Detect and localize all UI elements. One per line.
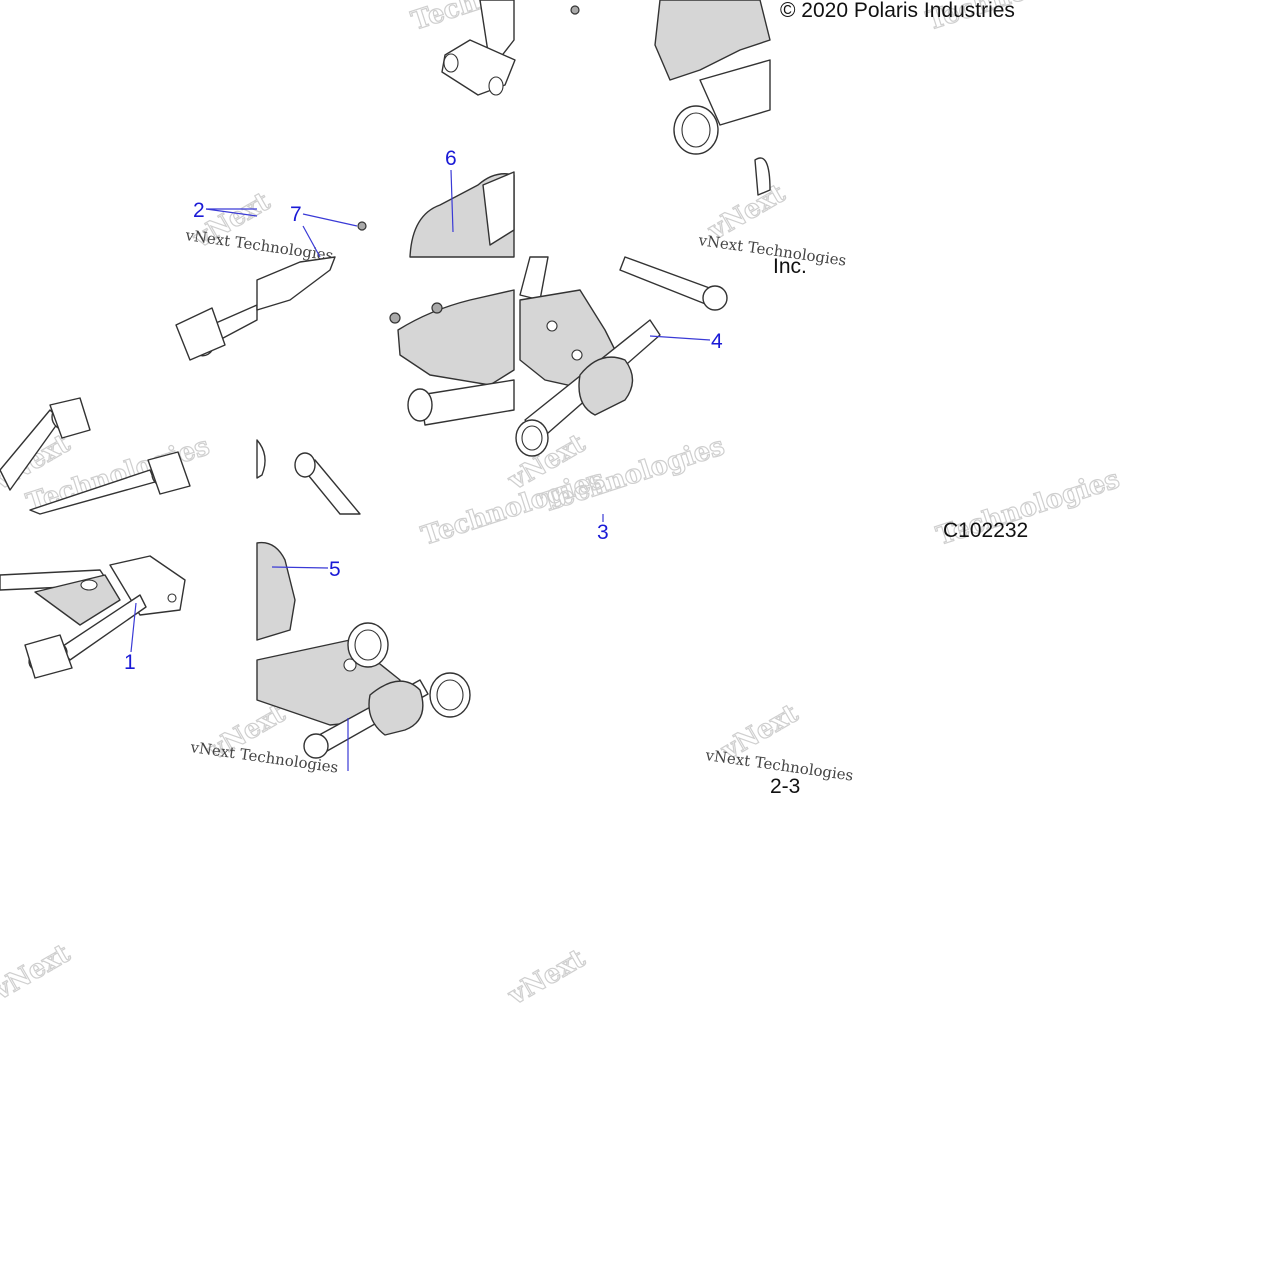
- control-arm-part-4: [515, 256, 728, 457]
- callout-3: 3: [597, 514, 609, 544]
- callout-5: 5: [271, 558, 349, 771]
- copyright-notice: © 2020 Polaris Industries: [780, 0, 1015, 22]
- seat-part-6: [409, 171, 515, 258]
- callout-label: 7: [290, 203, 302, 226]
- watermarks: Technologies Technologies vNext vNext Te…: [0, 0, 1124, 1012]
- callout-1: 1: [124, 602, 137, 674]
- diagram-code: C102232: [943, 519, 1028, 542]
- callout-label: 6: [445, 147, 457, 170]
- bracket-part-top: [441, 0, 516, 96]
- copyright-tail: Inc.: [773, 255, 807, 278]
- callout-4: 4: [649, 330, 723, 353]
- watermark-vnext: vNext: [0, 939, 75, 1007]
- callout-label: 3: [597, 521, 609, 544]
- watermark-vnext: vNext: [503, 944, 591, 1012]
- watermark-small-text: vNext Technologies: [183, 226, 334, 265]
- callout-7: 7: [290, 203, 358, 258]
- callout-label: 2: [193, 199, 205, 222]
- callout-6: 6: [445, 147, 457, 233]
- control-arm-part-5: [256, 541, 471, 759]
- callout-label: 4: [711, 330, 723, 353]
- seat-part-middle: [256, 256, 515, 515]
- callout-2: 2: [193, 199, 258, 222]
- watermark-small-text: vNext Technologies: [696, 231, 847, 270]
- control-arm-part-left: [0, 304, 258, 515]
- control-arm-part-1: [0, 555, 186, 679]
- page-fragment: 2-3: [770, 775, 800, 798]
- bolt-part-7: [357, 221, 367, 231]
- callout-label: 5: [329, 558, 341, 581]
- callout-label: 1: [124, 651, 136, 674]
- seat-part-top: [570, 0, 771, 196]
